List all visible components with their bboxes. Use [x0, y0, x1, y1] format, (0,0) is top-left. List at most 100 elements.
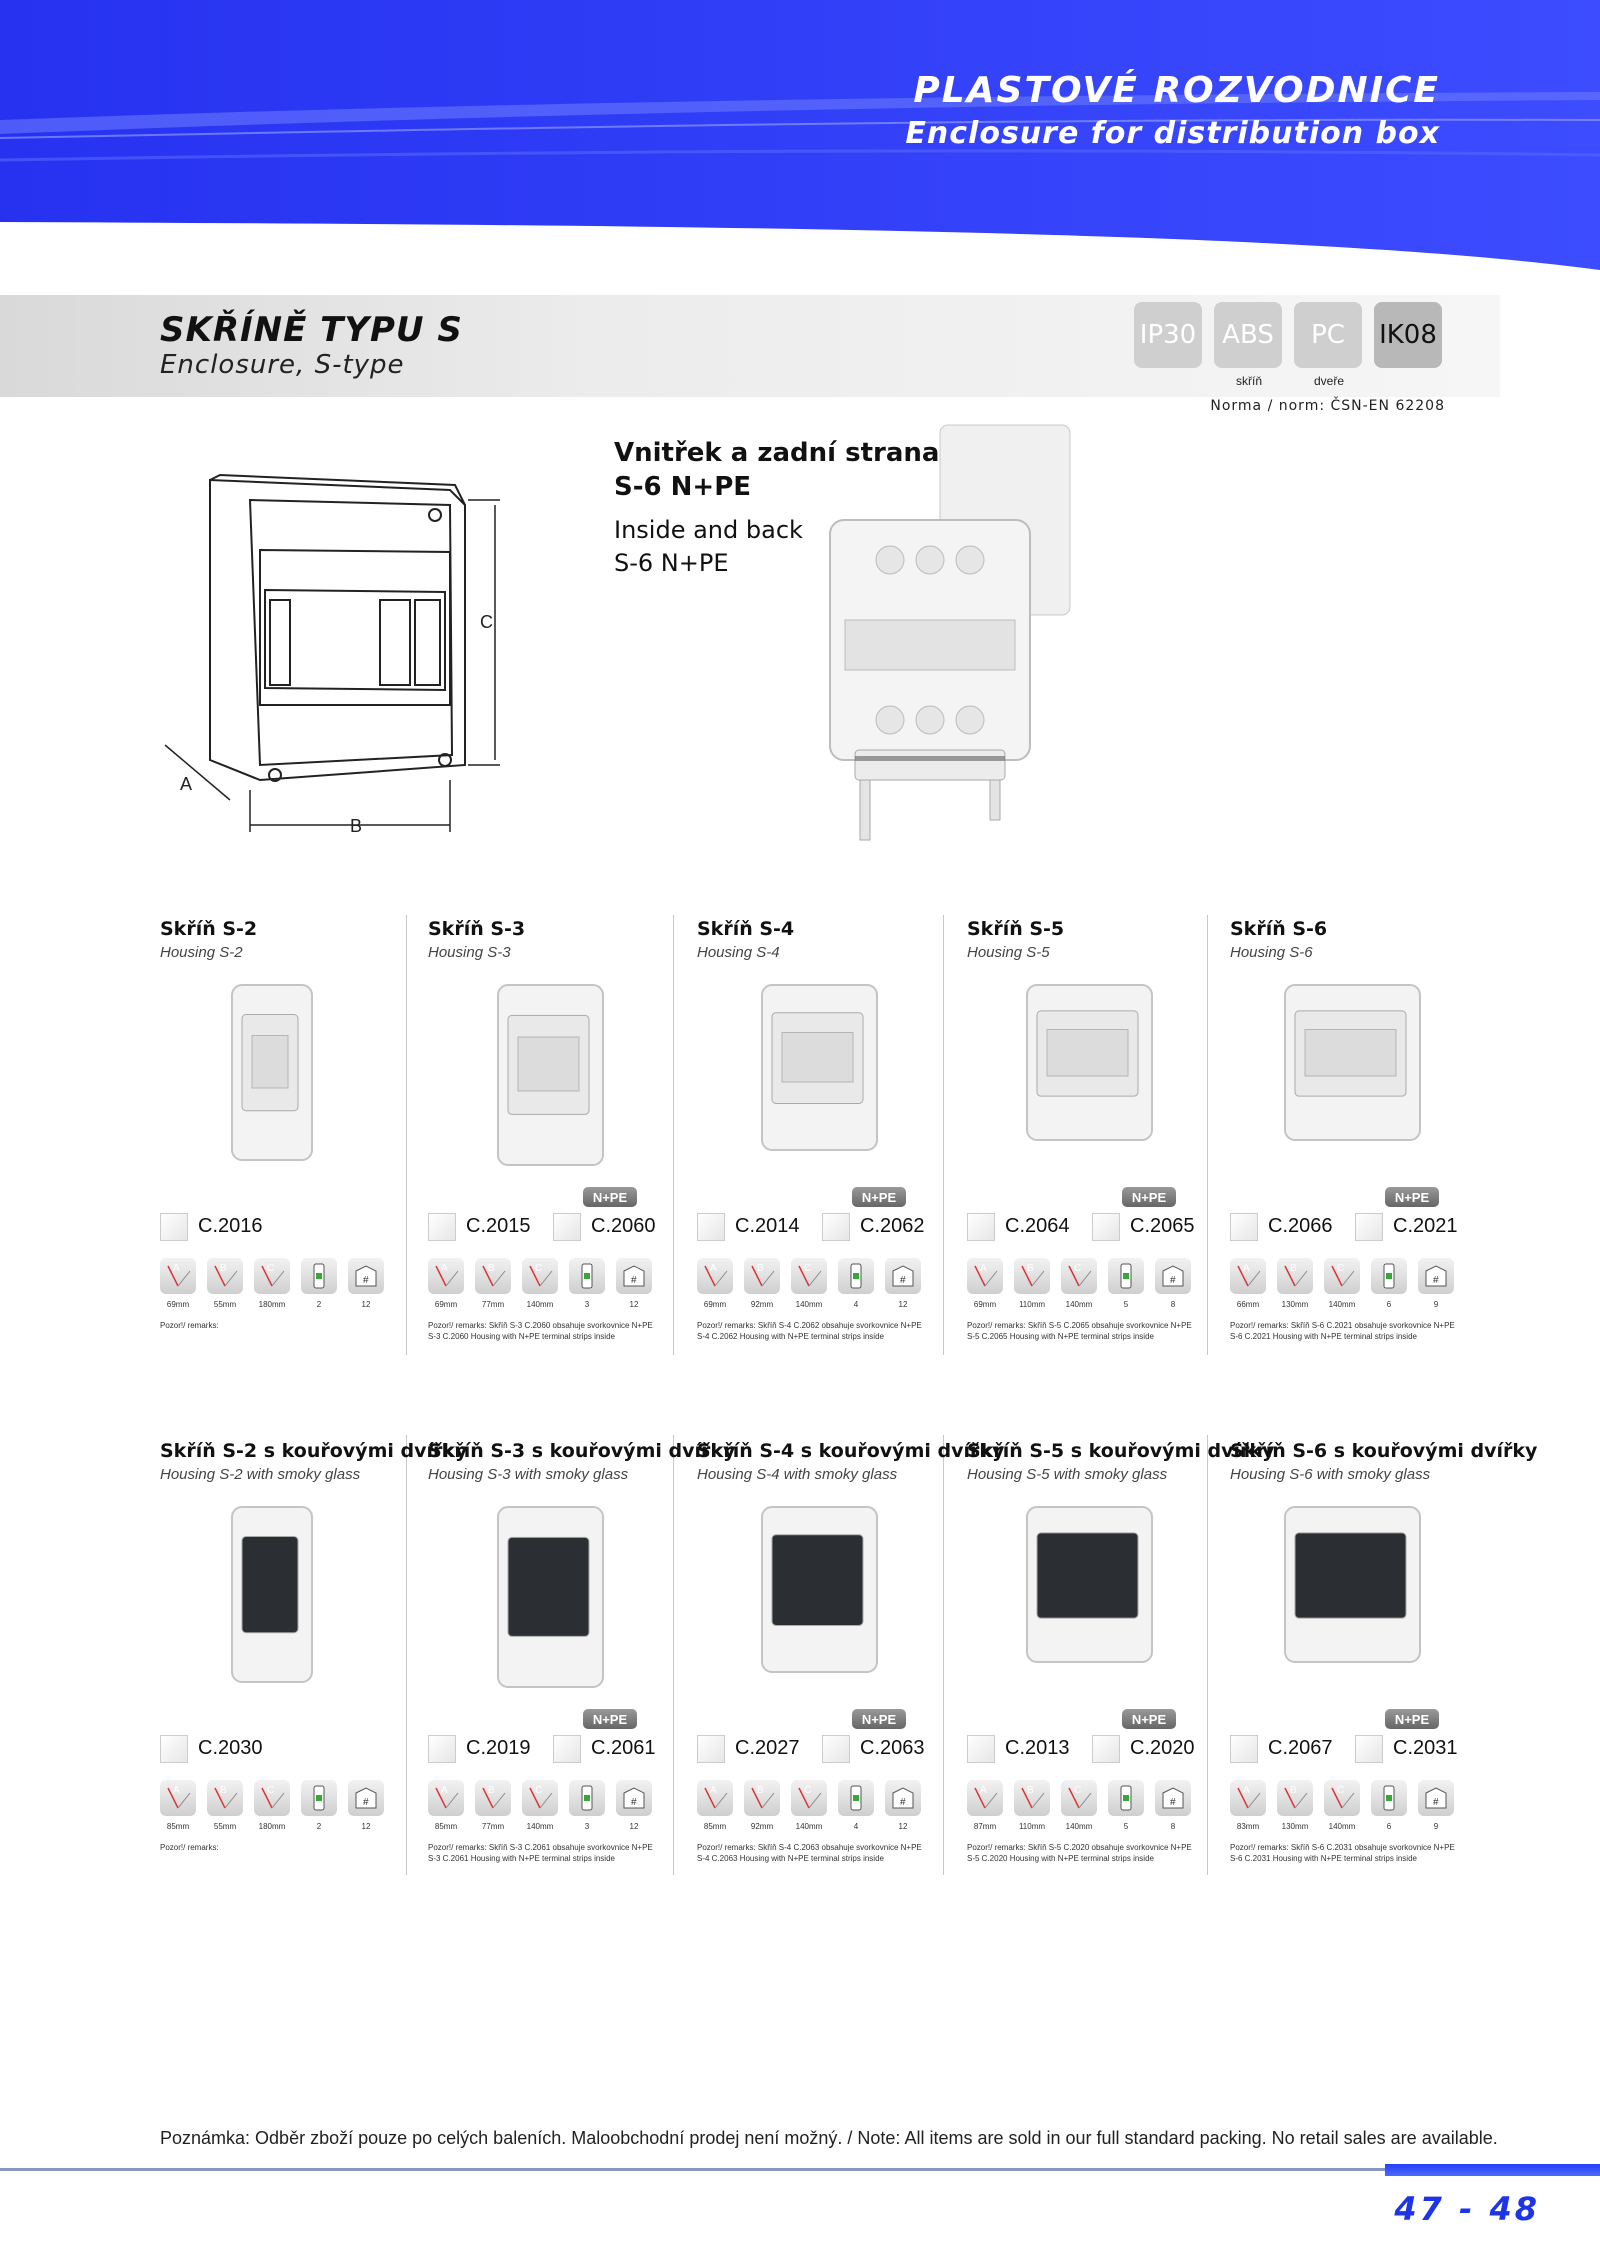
order-checkbox-npe[interactable]: [1355, 1735, 1383, 1763]
dim-c-icon: C: [791, 1780, 827, 1816]
product-code: C.2013: [1005, 1737, 1070, 1759]
dim-a-icon: A: [428, 1258, 464, 1294]
dim-c-icon: C: [791, 1258, 827, 1294]
card-title: Skříň S-5 s kouřovými dvířky: [967, 1440, 1275, 1462]
dim-letter: A: [441, 1785, 448, 1796]
card-title: Skříň S-4 s kouřovými dvířky: [697, 1440, 1005, 1462]
dim-letter: C: [1337, 1263, 1344, 1274]
dim-letter: C: [1074, 1785, 1081, 1796]
dimension-drawing: C B A: [164, 473, 500, 836]
dim-b-icon: B: [475, 1258, 511, 1294]
svg-text:#: #: [900, 1275, 906, 1286]
svg-text:#: #: [631, 1797, 637, 1808]
order-checkbox-npe[interactable]: [1092, 1213, 1120, 1241]
card-title: Skříň S-2 s kouřovými dvířky: [160, 1440, 468, 1462]
card-subtitle: Housing S-6 with smoky glass: [1230, 1466, 1431, 1483]
npe-tag: N+PE: [852, 1709, 906, 1729]
modules-icon: [1371, 1258, 1407, 1294]
order-checkbox-npe[interactable]: [553, 1213, 581, 1241]
dim-b-icon: B: [1277, 1780, 1313, 1816]
order-checkbox-npe[interactable]: [822, 1213, 850, 1241]
dim-letter: A: [1243, 1263, 1250, 1274]
product-code: C.2064: [1005, 1215, 1070, 1237]
dim-letter: C: [804, 1263, 811, 1274]
page-numbers: 47 - 48: [1394, 2190, 1540, 2228]
order-checkbox-npe[interactable]: [822, 1735, 850, 1763]
product-photo: [231, 984, 313, 1161]
dim-letter: B: [220, 1263, 227, 1274]
dim-letter: C: [267, 1785, 274, 1796]
grid-divider: [406, 1435, 407, 1875]
dim-value: 12: [898, 1300, 908, 1309]
dim-letter: A: [980, 1785, 987, 1796]
dim-letter: B: [220, 1785, 227, 1796]
package-icon: #: [348, 1780, 384, 1816]
modules-icon: [301, 1258, 337, 1294]
product-photo: [760, 1506, 878, 1673]
order-checkbox[interactable]: [697, 1213, 725, 1241]
dim-letter: B: [757, 1785, 764, 1796]
dim-value: 140mm: [1065, 1300, 1093, 1309]
inside-title-line1: Vnitřek a zadní strana: [614, 438, 940, 468]
order-checkbox-npe[interactable]: [1355, 1213, 1383, 1241]
dim-c-icon: C: [1324, 1780, 1360, 1816]
ip30-badge: IP30: [1134, 302, 1202, 368]
order-checkbox-npe[interactable]: [553, 1735, 581, 1763]
dim-a-icon: A: [697, 1258, 733, 1294]
svg-text:#: #: [363, 1797, 369, 1808]
order-checkbox[interactable]: [160, 1213, 188, 1241]
dim-letter: A: [980, 1263, 987, 1274]
order-checkbox[interactable]: [428, 1213, 456, 1241]
grid-divider: [673, 915, 674, 1355]
dim-a-icon: A: [1230, 1258, 1266, 1294]
dim-letter: C: [267, 1263, 274, 1274]
dim-c-icon: C: [254, 1258, 290, 1294]
dim-c-icon: C: [1061, 1780, 1097, 1816]
dim-letter: B: [1027, 1785, 1034, 1796]
product-code-npe: C.2061: [591, 1737, 656, 1759]
dim-letter: B: [1290, 1263, 1297, 1274]
dim-value: 140mm: [526, 1300, 554, 1309]
dim-b-icon: B: [207, 1780, 243, 1816]
footer-accent-bar: [1385, 2164, 1600, 2176]
npe-tag: N+PE: [1385, 1709, 1439, 1729]
dim-value: 6: [1386, 1822, 1392, 1831]
remark-text: Pozor!/ remarks: Skříň S-6 C.2021 obsahu…: [1230, 1321, 1455, 1341]
npe-tag: N+PE: [1385, 1187, 1439, 1207]
dim-value: 69mm: [973, 1300, 997, 1309]
dim-a-icon: A: [1230, 1780, 1266, 1816]
order-checkbox[interactable]: [160, 1735, 188, 1763]
header-subtitle: Enclosure for distribution box: [905, 116, 1440, 151]
dim-letter: A: [1243, 1785, 1250, 1796]
dim-value: 92mm: [750, 1300, 774, 1309]
order-checkbox[interactable]: [967, 1735, 995, 1763]
card-title: Skříň S-2: [160, 918, 258, 940]
order-checkbox-npe[interactable]: [1092, 1735, 1120, 1763]
dim-label-a: A: [180, 774, 192, 794]
dim-value: 69mm: [166, 1300, 190, 1309]
dim-value: 140mm: [795, 1822, 823, 1831]
remark-text: Pozor!/ remarks: Skříň S-3 C.2060 obsahu…: [428, 1321, 653, 1341]
dim-value: 180mm: [258, 1300, 286, 1309]
order-checkbox[interactable]: [428, 1735, 456, 1763]
dim-value: 69mm: [434, 1300, 458, 1309]
npe-tag: N+PE: [583, 1709, 637, 1729]
npe-tag: N+PE: [1122, 1709, 1176, 1729]
dim-value: 85mm: [166, 1822, 190, 1831]
order-checkbox[interactable]: [967, 1213, 995, 1241]
order-checkbox[interactable]: [1230, 1735, 1258, 1763]
order-checkbox[interactable]: [697, 1735, 725, 1763]
order-checkbox[interactable]: [1230, 1213, 1258, 1241]
dim-b-icon: B: [1277, 1258, 1313, 1294]
card-subtitle: Housing S-5 with smoky glass: [967, 1466, 1168, 1483]
section-title: SKŘÍNĚ TYPU S: [160, 310, 463, 350]
footer-line: [0, 2168, 1385, 2171]
dim-c-icon: C: [254, 1780, 290, 1816]
dim-letter: B: [488, 1785, 495, 1796]
dim-value: 12: [361, 1822, 371, 1831]
dim-c-icon: C: [1061, 1258, 1097, 1294]
dim-b-icon: B: [475, 1780, 511, 1816]
grid-divider: [1207, 915, 1208, 1355]
dim-c-icon: C: [522, 1258, 558, 1294]
dim-value: 5: [1123, 1822, 1129, 1831]
